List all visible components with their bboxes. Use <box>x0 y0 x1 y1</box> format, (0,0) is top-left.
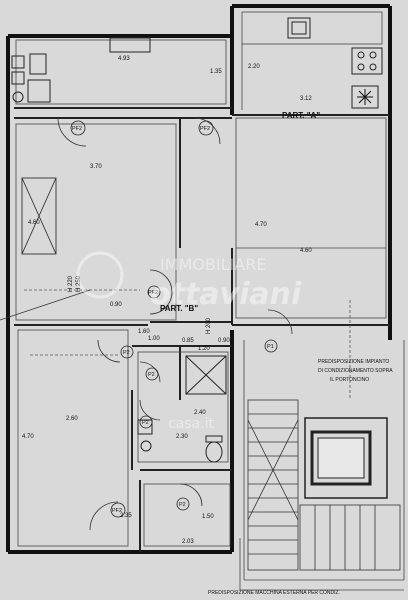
door-tag-p2-b: P2 <box>148 372 155 378</box>
door-tag-pf2-a: PF2 <box>72 126 82 132</box>
conditioner-note-line1: PREDISPOSIZIONE IMPIANTO <box>318 359 389 365</box>
bed-outline <box>21 177 57 255</box>
stair-flight <box>247 399 401 571</box>
dim-460-mid: 4.60 <box>300 248 312 254</box>
conditioner-note-line2: DI CONDIZIONAMENTO SOPRA <box>318 368 393 374</box>
dim-160: 1.60 <box>138 329 150 335</box>
elevator-shaft <box>304 417 388 499</box>
door-tag-p1: P1 <box>267 344 274 350</box>
door-tag-p2-d: P2 <box>179 502 186 508</box>
dim-h200: H 200 <box>206 317 212 334</box>
dim-085: 0.85 <box>182 338 194 344</box>
snowflake-icon <box>357 89 373 105</box>
door-tag-p2-c: P2 <box>142 420 149 426</box>
door-tags <box>70 120 278 518</box>
bathroom-fixtures <box>137 355 227 463</box>
kitchen-fixtures <box>287 17 383 109</box>
dim-203: 2.03 <box>182 539 194 545</box>
leader-line <box>0 289 91 321</box>
dim-120: 1.20 <box>198 346 210 352</box>
dim-090b: 0.90 <box>218 338 230 344</box>
dim-135: 1.35 <box>210 69 222 75</box>
dim-h220: H 220 <box>68 275 74 292</box>
dim-370: 3.70 <box>90 164 102 170</box>
dim-090: 0.90 <box>110 302 122 308</box>
conditioner-note-line3: IL PORTONCINO <box>330 377 369 383</box>
dim-230: 2.30 <box>176 434 188 440</box>
part-b-label: PART. "B" <box>160 304 198 313</box>
dim-312: 3.12 <box>300 96 312 102</box>
entry-fixtures <box>11 37 151 103</box>
dim-460-left: 4.60 <box>28 220 40 226</box>
outer-walls <box>6 4 392 554</box>
dim-470-left: 4.70 <box>22 434 34 440</box>
dim-493: 4.93 <box>118 56 130 62</box>
watermark-logo-icon <box>76 251 124 299</box>
watermark-line1: IMMOBILIARE <box>160 255 266 274</box>
inner-walls <box>14 107 390 552</box>
dim-150: 1.50 <box>202 514 214 520</box>
boiler-note: PREDISPOSIZIONE MACCHINA ESTERNA PER CON… <box>208 590 340 596</box>
watermark-site: casa.it <box>168 416 214 432</box>
dim-470-mid: 4.70 <box>255 222 267 228</box>
dim-100: 1.00 <box>148 336 160 342</box>
dim-260: 2.60 <box>66 416 78 422</box>
dashed-hints <box>24 289 351 400</box>
dim-220: 2.20 <box>248 64 260 70</box>
dim-h250: H 250 <box>76 275 82 292</box>
door-tag-p2-a: P2 <box>123 350 130 356</box>
dim-240: 2.40 <box>194 410 206 416</box>
dim-235: 2.35 <box>120 513 132 519</box>
door-tag-pf2-b: PF2 <box>200 126 210 132</box>
door-tag-pf2-c: PF2 <box>148 290 158 296</box>
door-tag-pf2-d: PF2 <box>112 508 122 514</box>
part-a-label: PART. "A" <box>282 111 320 120</box>
watermark-line2: ottaviani <box>150 277 302 312</box>
